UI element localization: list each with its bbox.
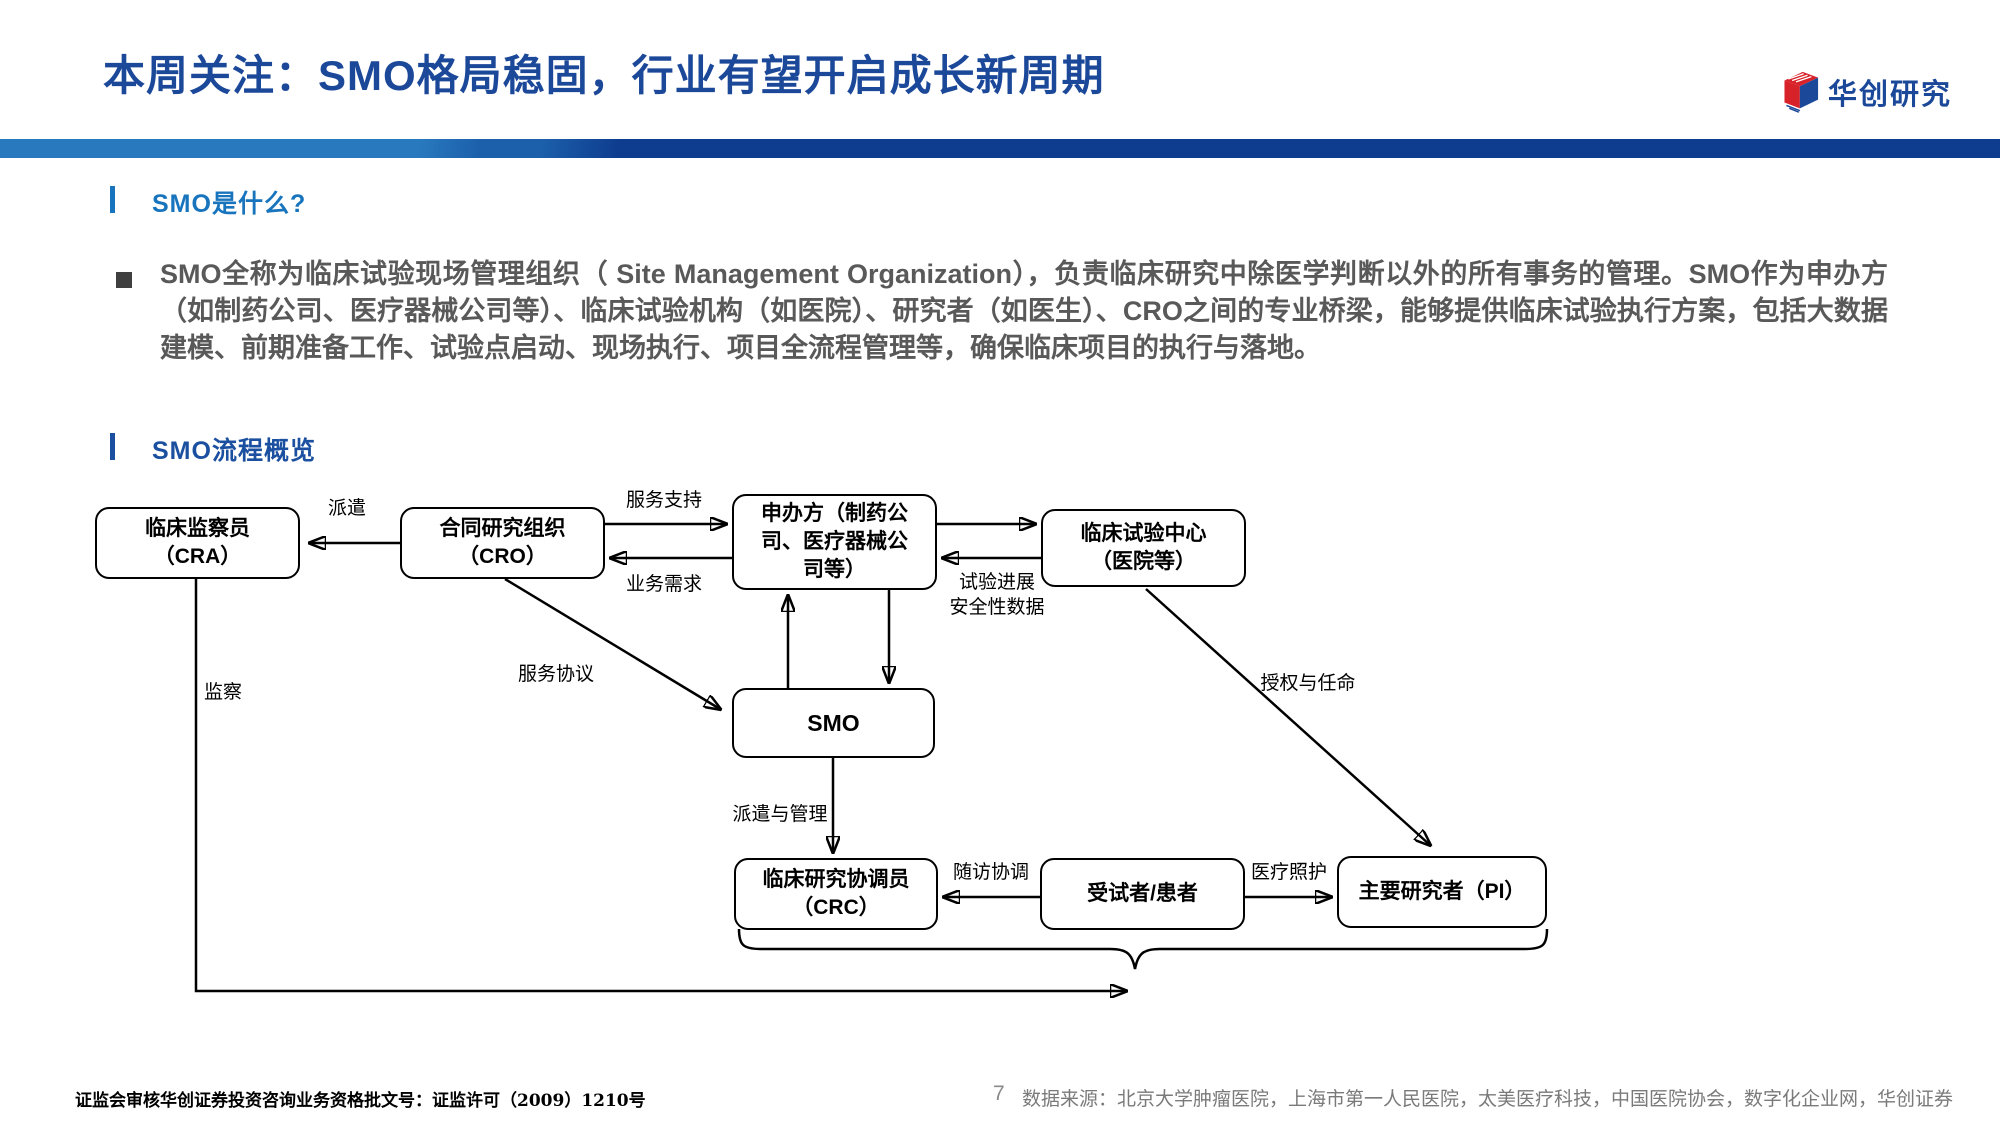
- diagram-node-cro: 合同研究组织 （CRO）: [400, 507, 605, 579]
- section2-heading: SMO流程概览: [152, 437, 316, 465]
- diagram-node-cra: 临床监察员 （CRA）: [95, 507, 300, 579]
- smo-description-paragraph: SMO全称为临床试验现场管理组织（ Site Management Organi…: [160, 259, 1888, 363]
- edge-label-service-support: 服务支持: [625, 489, 703, 511]
- edge-label-authorize: 授权与任命: [1260, 672, 1356, 694]
- edge-label-service-agreement: 服务协议: [517, 663, 595, 685]
- footer-data-source: 数据来源：北京大学肿瘤医院，上海市第一人民医院，太美医疗科技，中国医院协会，数字…: [1022, 1089, 1954, 1110]
- edge-label-medical-care: 医疗照护: [1250, 861, 1328, 883]
- edge-label-dispatch: 派遣: [327, 497, 367, 519]
- edge-label-trial-progress: 试验进展 安全性数据: [949, 571, 1045, 618]
- edge-label-business-demand: 业务需求: [625, 573, 703, 595]
- diagram-node-trial-site: 临床试验中心 （医院等）: [1041, 509, 1246, 587]
- section2-accent-bar: [110, 433, 115, 460]
- section1-heading: SMO是什么?: [152, 190, 307, 218]
- bullet-square-icon: [116, 272, 132, 288]
- section1-accent-bar: [110, 186, 115, 213]
- footer-page-number: 7: [993, 1082, 1005, 1105]
- huachuang-logo: 华创研究: [1772, 68, 1952, 116]
- diagram-node-crc: 临床研究协调员 （CRC）: [734, 858, 938, 930]
- logo-cube-icon: [1784, 71, 1819, 113]
- edge-label-dispatch-manage: 派遣与管理: [732, 803, 828, 825]
- diagram-node-sponsor: 申办方（制药公 司、医疗器械公 司等）: [732, 494, 937, 590]
- edge-label-supervise: 监察: [204, 681, 243, 703]
- title-underline-bar: [0, 139, 2000, 158]
- diagram-node-smo: SMO: [732, 688, 935, 758]
- footer-license-text: 证监会审核华创证券投资咨询业务资格批文号：证监许可（2009）1210号: [75, 1091, 646, 1111]
- logo-text: 华创研究: [1828, 79, 1953, 111]
- diagram-node-patient: 受试者/患者: [1040, 858, 1245, 930]
- page-title: 本周关注：SMO格局稳固，行业有望开启成长新周期: [103, 52, 1105, 99]
- edge-label-followup: 随访协调: [952, 861, 1030, 883]
- diagram-node-pi: 主要研究者（PI）: [1337, 856, 1547, 928]
